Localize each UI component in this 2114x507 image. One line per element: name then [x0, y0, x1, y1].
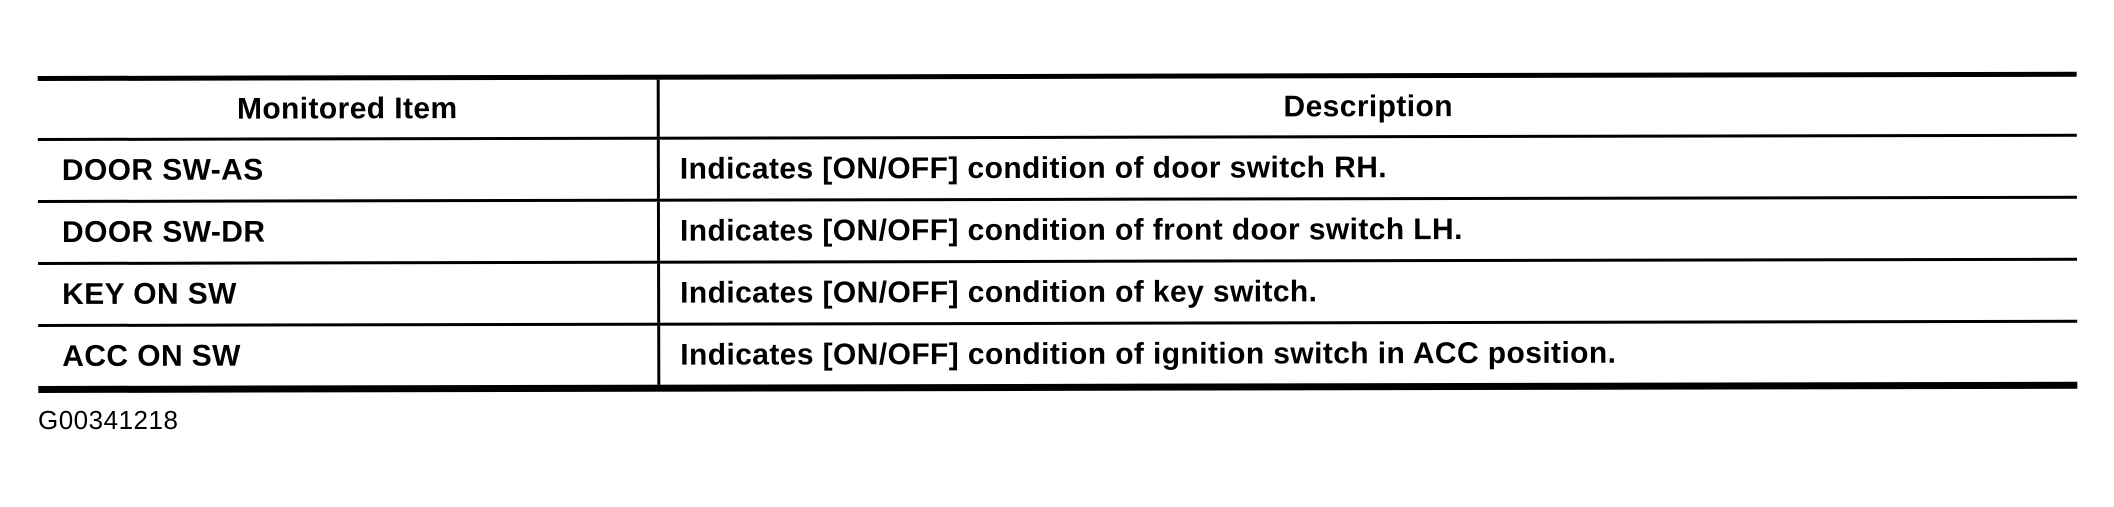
monitored-items-table: Monitored Item Description DOOR SW-AS In…: [37, 71, 2078, 393]
description-cell: Indicates [ON/OFF] condition of door swi…: [656, 136, 2077, 199]
figure-id-label: G00341218: [38, 405, 179, 435]
table-row: ACC ON SW Indicates [ON/OFF] condition o…: [38, 322, 2078, 386]
table-row: DOOR SW-DR Indicates [ON/OFF] condition …: [37, 198, 2078, 265]
description-cell: Indicates [ON/OFF] condition of key swit…: [657, 260, 2078, 323]
description-cell: Indicates [ON/OFF] condition of ignition…: [657, 322, 2078, 385]
column-header-monitored-item: Monitored Item: [236, 91, 458, 126]
description-cell: Indicates [ON/OFF] condition of front do…: [656, 198, 2078, 261]
monitored-item-cell: DOOR SW-AS: [61, 153, 264, 187]
monitored-item-cell: ACC ON SW: [62, 339, 241, 373]
table-row: KEY ON SW Indicates [ON/OFF] condition o…: [38, 260, 2078, 327]
table-row: DOOR SW-AS Indicates [ON/OFF] condition …: [37, 136, 2077, 204]
column-header-description: Description: [656, 76, 2077, 137]
monitored-item-cell: KEY ON SW: [62, 277, 237, 311]
monitored-item-cell: DOOR SW-DR: [61, 215, 266, 249]
table-header-row: Monitored Item Description: [37, 76, 2077, 142]
